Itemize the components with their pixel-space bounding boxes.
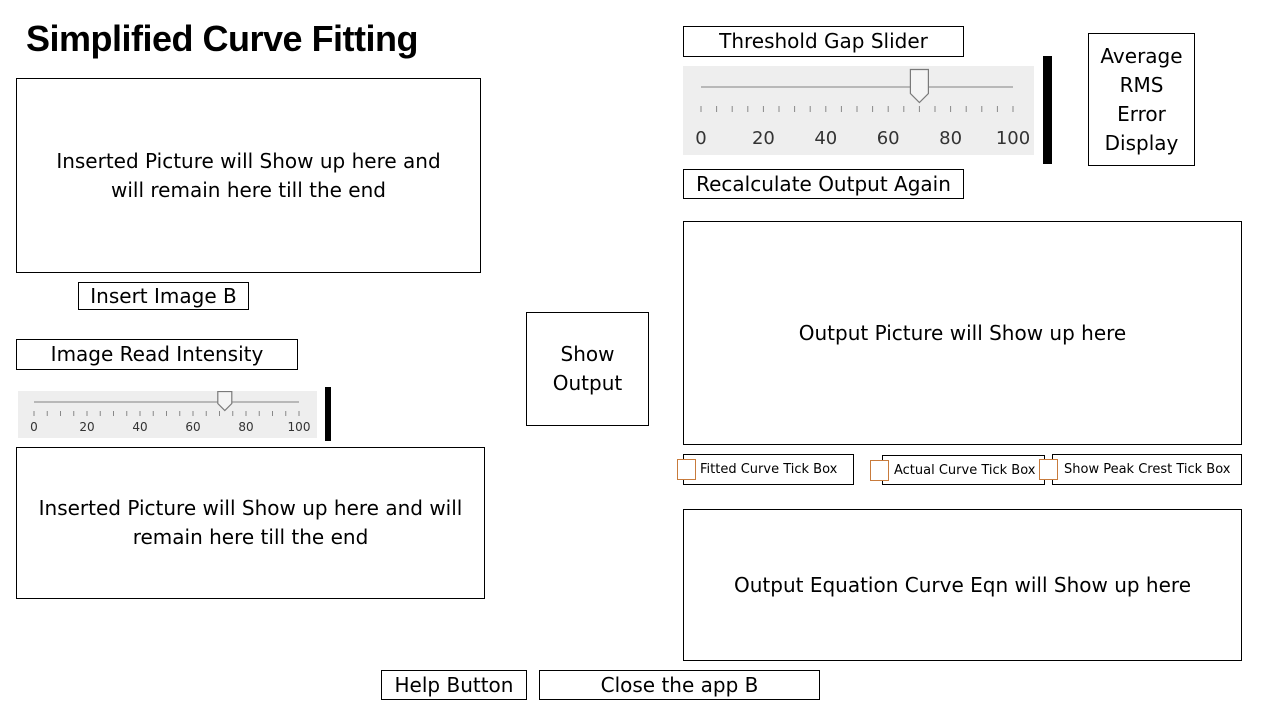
slider-divider: [325, 387, 331, 441]
slider-tick-label: 40: [132, 420, 147, 434]
threshold-slider-graphic: 0 20 40 60 80 100: [695, 68, 1030, 149]
slider-thumb[interactable]: [217, 391, 233, 412]
output-equation-placeholder: Output Equation Curve Eqn will Show up h…: [734, 572, 1191, 597]
average-rms-error-display: Average RMS Error Display: [1088, 33, 1195, 166]
image-read-intensity-label: Image Read Intensity: [16, 339, 298, 370]
page-title: Simplified Curve Fitting: [26, 18, 419, 59]
slider-tick-label: 80: [939, 128, 962, 149]
threshold-gap-slider[interactable]: 0 20 40 60 80 100: [683, 66, 1034, 155]
recalculate-output-button[interactable]: Recalculate Output Again: [683, 169, 964, 199]
output-picture-placeholder: Output Picture will Show up here: [798, 320, 1127, 345]
actual-curve-tickbox-label: Actual Curve Tick Box: [894, 462, 1036, 478]
slider-divider: [1043, 56, 1052, 164]
peak-crest-checkbox[interactable]: [1039, 459, 1058, 480]
slider-tick-label: 60: [877, 128, 900, 149]
close-app-button[interactable]: Close the app B: [539, 670, 820, 700]
slider-tick-label: 100: [288, 420, 311, 434]
inserted-picture-placeholder: Inserted Picture will Show up here and w…: [56, 148, 441, 202]
intensity-slider-graphic: 0 20 40 60 80 100: [30, 391, 311, 434]
output-picture-area: Output Picture will Show up here: [683, 221, 1242, 445]
slider-tick-label: 60: [185, 420, 200, 434]
help-button[interactable]: Help Button: [381, 670, 527, 700]
intensity-slider[interactable]: 0 20 40 60 80 100: [18, 391, 317, 438]
slider-tick-label: 20: [79, 420, 94, 434]
threshold-gap-label: Threshold Gap Slider: [683, 26, 964, 57]
slider-tick-label: 0: [695, 128, 706, 149]
fitted-curve-tickbox-row: Fitted Curve Tick Box: [683, 454, 854, 485]
inserted-picture-placeholder: Inserted Picture will Show up here and w…: [38, 496, 463, 549]
actual-curve-tickbox-row: Actual Curve Tick Box: [882, 455, 1045, 485]
peak-crest-tickbox-label: Show Peak Crest Tick Box: [1064, 462, 1231, 477]
inserted-picture-area-bottom: Inserted Picture will Show up here and w…: [16, 447, 485, 599]
output-equation-area: Output Equation Curve Eqn will Show up h…: [683, 509, 1242, 661]
slider-thumb[interactable]: [909, 68, 929, 104]
slider-tick-label: 20: [752, 128, 775, 149]
fitted-curve-checkbox[interactable]: [677, 459, 696, 480]
actual-curve-checkbox[interactable]: [870, 460, 889, 481]
show-output-button[interactable]: Show Output: [526, 312, 649, 426]
peak-crest-tickbox-row: Show Peak Crest Tick Box: [1052, 454, 1242, 485]
fitted-curve-tickbox-label: Fitted Curve Tick Box: [700, 462, 838, 477]
slider-tick-label: 40: [814, 128, 837, 149]
inserted-picture-area-top: Inserted Picture will Show up here and w…: [16, 78, 481, 273]
slider-tick-label: 80: [238, 420, 253, 434]
slider-tick-label: 100: [996, 128, 1030, 149]
slider-tick-label: 0: [30, 420, 38, 434]
insert-image-button[interactable]: Insert Image B: [78, 282, 249, 310]
